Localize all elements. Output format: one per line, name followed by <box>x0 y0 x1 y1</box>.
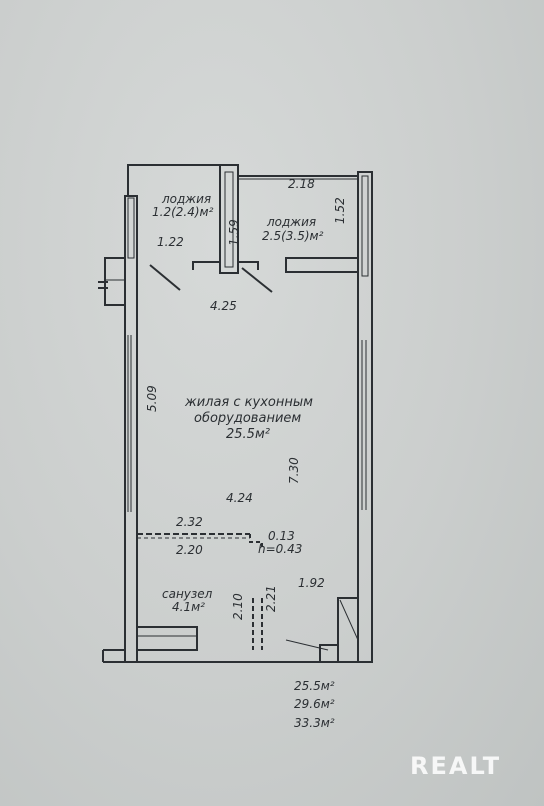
loggia-left-name: лоджия <box>162 192 212 206</box>
main-room-name-line2: оборудованием <box>194 411 302 426</box>
bottom-wall <box>103 649 320 663</box>
dim-1-22: 1.22 <box>157 235 184 249</box>
dim-1-59: 1.59 <box>227 219 241 246</box>
main-room-name-line1: жилая с кухонным <box>185 395 313 410</box>
height-0-43: h=0.43 <box>258 542 303 556</box>
right-wall <box>357 171 373 663</box>
dim-2-10: 2.10 <box>231 593 245 620</box>
middle-pier <box>219 164 239 274</box>
dim-7-30: 7.30 <box>287 457 301 484</box>
bathroom-shaft <box>136 626 198 651</box>
door-swing-middle <box>241 267 273 293</box>
dim-2-18: 2.18 <box>288 177 315 191</box>
dim-0-13: 0.13 <box>268 529 295 543</box>
riser <box>337 597 359 663</box>
bathroom-area: 4.1м² <box>172 600 205 614</box>
dim-2-21: 2.21 <box>264 585 278 612</box>
loggia-left-area: 1.2(2.4)м² <box>152 205 214 219</box>
dim-4-25: 4.25 <box>210 299 237 313</box>
dim-1-92: 1.92 <box>298 576 325 590</box>
main-room-area: 25.5м² <box>226 427 270 442</box>
dim-1-52: 1.52 <box>333 197 347 224</box>
dim-5-09: 5.09 <box>145 385 159 412</box>
dim-2-20: 2.20 <box>176 543 203 557</box>
dim-4-24: 4.24 <box>226 491 253 505</box>
total-area-living: 25.5м² <box>294 679 335 693</box>
loggia-right-area: 2.5(3.5)м² <box>262 229 324 243</box>
dim-2-32: 2.32 <box>176 515 203 529</box>
bathroom-name: санузел <box>162 587 213 601</box>
total-area-reduced: 29.6м² <box>294 697 335 711</box>
loggia-right-name: лоджия <box>267 215 317 229</box>
door-swing-left <box>149 264 181 291</box>
total-area-full: 33.3м² <box>294 716 335 730</box>
realt-watermark: REALT <box>410 752 502 780</box>
